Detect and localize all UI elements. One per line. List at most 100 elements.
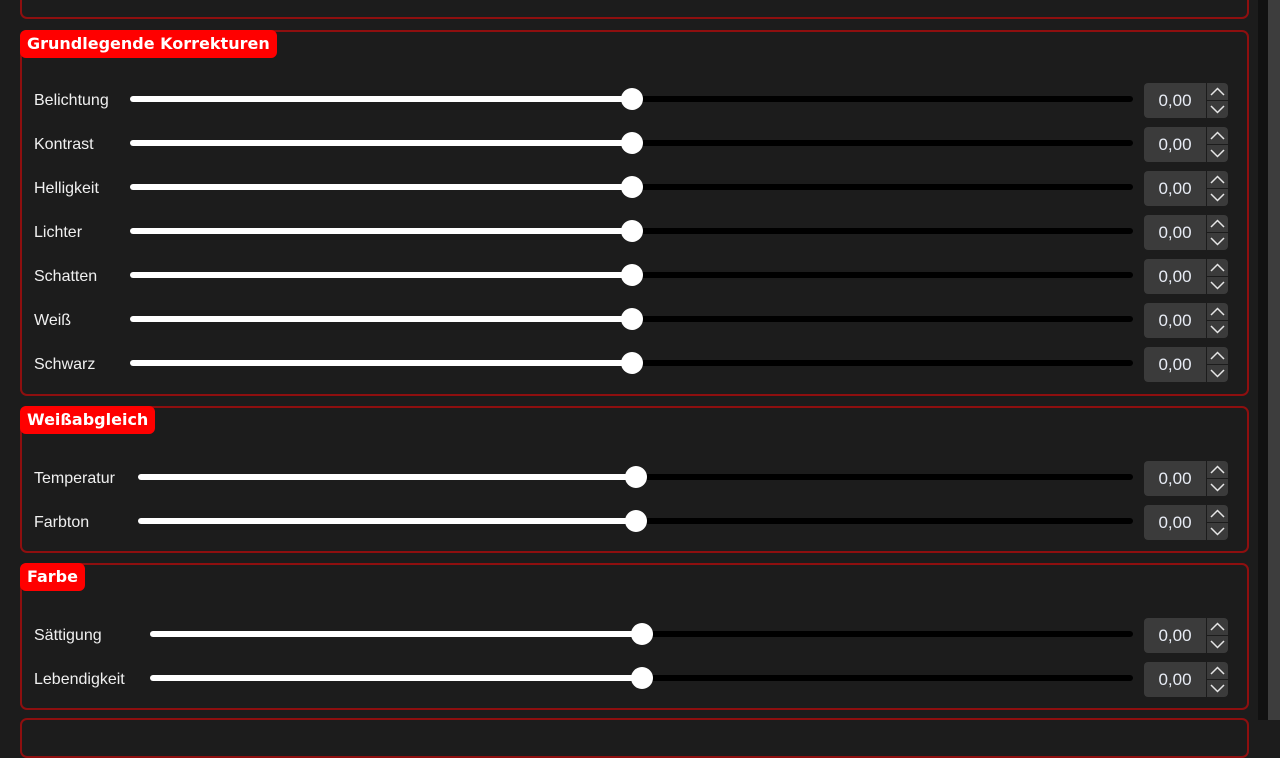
chevron-up-icon[interactable] xyxy=(1207,215,1228,232)
adjustment-row: Farbton 0,00 xyxy=(34,505,1247,540)
slider-track[interactable] xyxy=(632,272,1133,278)
chevron-down-icon[interactable] xyxy=(1207,479,1228,496)
value-spinbox[interactable]: 0,00 xyxy=(1144,347,1228,382)
adjustment-label: Temperatur xyxy=(34,470,115,487)
spinbox-value-input[interactable]: 0,00 xyxy=(1144,259,1206,294)
chevron-down-icon[interactable] xyxy=(1207,636,1228,653)
slider-thumb[interactable] xyxy=(621,176,643,198)
adjustment-label: Schwarz xyxy=(34,356,96,373)
adjustment-slider[interactable] xyxy=(150,623,1133,645)
slider-track[interactable] xyxy=(642,675,1133,681)
adjustment-row: Schwarz 0,00 xyxy=(34,347,1247,382)
value-spinbox[interactable]: 0,00 xyxy=(1144,618,1228,653)
slider-thumb[interactable] xyxy=(621,132,643,154)
scrollbar-thumb[interactable] xyxy=(1268,0,1280,720)
scrollbar-track[interactable] xyxy=(1258,0,1268,720)
slider-thumb[interactable] xyxy=(621,88,643,110)
chevron-up-icon[interactable] xyxy=(1207,347,1228,364)
slider-thumb[interactable] xyxy=(621,308,643,330)
group-title: Weißabgleich xyxy=(20,406,156,434)
spinbox-value-input[interactable]: 0,00 xyxy=(1144,303,1206,338)
adjustment-slider[interactable] xyxy=(130,132,1133,154)
spinbox-value-input[interactable]: 0,00 xyxy=(1144,662,1206,697)
adjustment-label: Lichter xyxy=(34,224,83,241)
spinbox-value-input[interactable]: 0,00 xyxy=(1144,215,1206,250)
slider-track[interactable] xyxy=(632,316,1133,322)
spinbox-value-input[interactable]: 0,00 xyxy=(1144,83,1206,118)
adjustment-row: Helligkeit 0,00 xyxy=(34,171,1247,206)
slider-track[interactable] xyxy=(632,96,1133,102)
value-spinbox[interactable]: 0,00 xyxy=(1144,171,1228,206)
chevron-up-icon[interactable] xyxy=(1207,127,1228,144)
slider-fill xyxy=(150,631,642,637)
adjustment-label: Helligkeit xyxy=(34,180,99,197)
chevron-down-icon[interactable] xyxy=(1207,145,1228,162)
value-spinbox[interactable]: 0,00 xyxy=(1144,461,1228,496)
spinbox-value-input[interactable]: 0,00 xyxy=(1144,505,1206,540)
slider-thumb[interactable] xyxy=(631,667,653,689)
chevron-up-icon[interactable] xyxy=(1207,461,1228,478)
chevron-down-icon[interactable] xyxy=(1207,680,1228,697)
slider-thumb[interactable] xyxy=(625,466,647,488)
adjustment-slider[interactable] xyxy=(130,264,1133,286)
slider-track[interactable] xyxy=(636,518,1133,524)
adjustment-slider[interactable] xyxy=(130,176,1133,198)
slider-track[interactable] xyxy=(642,631,1133,637)
adjustment-slider[interactable] xyxy=(130,352,1133,374)
adjustment-slider[interactable] xyxy=(130,308,1133,330)
slider-thumb[interactable] xyxy=(621,220,643,242)
adjustment-label: Farbton xyxy=(34,514,90,531)
value-spinbox[interactable]: 0,00 xyxy=(1144,259,1228,294)
group-title: Grundlegende Korrekturen xyxy=(20,30,277,58)
chevron-up-icon[interactable] xyxy=(1207,259,1228,276)
chevron-up-icon[interactable] xyxy=(1207,83,1228,100)
slider-thumb[interactable] xyxy=(631,623,653,645)
adjustment-slider[interactable] xyxy=(138,466,1133,488)
slider-thumb[interactable] xyxy=(621,264,643,286)
slider-fill xyxy=(130,184,632,190)
value-spinbox[interactable]: 0,00 xyxy=(1144,303,1228,338)
chevron-down-icon[interactable] xyxy=(1207,277,1228,294)
adjustment-row: Temperatur 0,00 xyxy=(34,461,1247,496)
spinbox-value-input[interactable]: 0,00 xyxy=(1144,461,1206,496)
slider-track[interactable] xyxy=(632,360,1133,366)
chevron-down-icon[interactable] xyxy=(1207,523,1228,540)
slider-track[interactable] xyxy=(632,184,1133,190)
value-spinbox[interactable]: 0,00 xyxy=(1144,505,1228,540)
adjustment-slider[interactable] xyxy=(138,510,1133,532)
chevron-up-icon[interactable] xyxy=(1207,662,1228,679)
slider-track[interactable] xyxy=(636,474,1133,480)
slider-fill xyxy=(138,518,636,524)
adjustment-slider[interactable] xyxy=(130,220,1133,242)
value-spinbox[interactable]: 0,00 xyxy=(1144,215,1228,250)
chevron-up-icon[interactable] xyxy=(1207,505,1228,522)
slider-thumb[interactable] xyxy=(625,510,647,532)
value-spinbox[interactable]: 0,00 xyxy=(1144,127,1228,162)
spinbox-value-input[interactable]: 0,00 xyxy=(1144,618,1206,653)
chevron-down-icon[interactable] xyxy=(1207,233,1228,250)
chevron-up-icon[interactable] xyxy=(1207,618,1228,635)
slider-thumb[interactable] xyxy=(621,352,643,374)
spinbox-value-input[interactable]: 0,00 xyxy=(1144,347,1206,382)
value-spinbox[interactable]: 0,00 xyxy=(1144,662,1228,697)
slider-track[interactable] xyxy=(632,228,1133,234)
chevron-down-icon[interactable] xyxy=(1207,101,1228,118)
spinbox-value-input[interactable]: 0,00 xyxy=(1144,171,1206,206)
adjustment-row: Lichter 0,00 xyxy=(34,215,1247,250)
spinbox-value-input[interactable]: 0,00 xyxy=(1144,127,1206,162)
slider-fill xyxy=(150,675,642,681)
chevron-down-icon[interactable] xyxy=(1207,365,1228,382)
adjustment-slider[interactable] xyxy=(150,667,1133,689)
chevron-down-icon[interactable] xyxy=(1207,321,1228,338)
chevron-up-icon[interactable] xyxy=(1207,171,1228,188)
value-spinbox[interactable]: 0,00 xyxy=(1144,83,1228,118)
chevron-up-icon[interactable] xyxy=(1207,303,1228,320)
adjustment-slider[interactable] xyxy=(130,88,1133,110)
chevron-down-icon[interactable] xyxy=(1207,189,1228,206)
slider-track[interactable] xyxy=(632,140,1133,146)
slider-fill xyxy=(130,140,632,146)
